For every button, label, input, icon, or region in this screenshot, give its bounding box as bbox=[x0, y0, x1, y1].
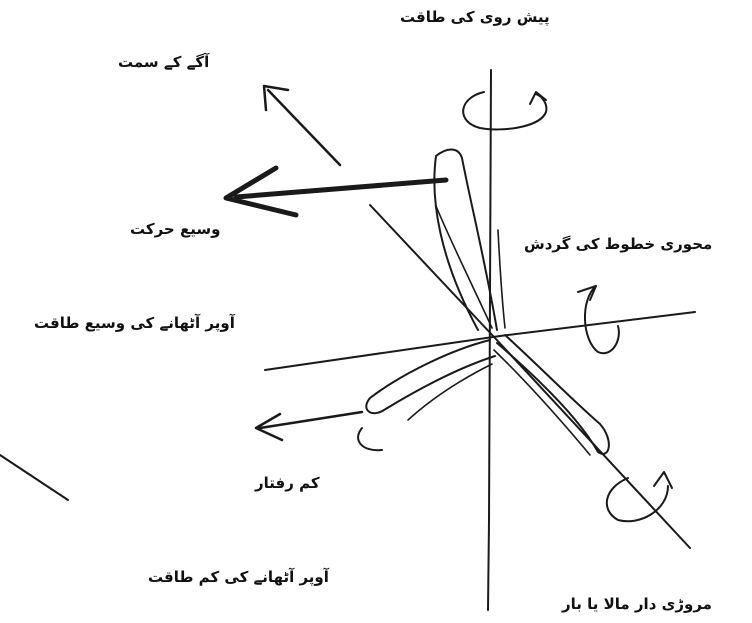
broad-motion-label: وسیع حرکت bbox=[130, 222, 220, 237]
lower-right-blade bbox=[497, 335, 609, 454]
diagonal-axis bbox=[370, 205, 690, 548]
axis-rotation-label: محوری خطوط کی گردش bbox=[524, 237, 712, 252]
twisted-load-label: مروڑی دار مالا یا بار bbox=[562, 597, 712, 612]
upper-blade-inner bbox=[436, 206, 492, 328]
forward-force-label: پیش روی کی طاقت bbox=[400, 10, 550, 25]
low-speed-arrow-shaft bbox=[260, 412, 362, 428]
bottom-rotation-arrowhead bbox=[654, 472, 672, 488]
stray-line bbox=[0, 455, 68, 500]
upper-blade bbox=[434, 150, 497, 331]
top-rotation-arrowhead bbox=[530, 92, 546, 104]
lift-low-force-label: آوپر آٹھانے کی کم طاقت bbox=[148, 570, 329, 585]
ahead-direction-label: آگے کے سمت bbox=[118, 55, 209, 70]
left-rotation-arc bbox=[358, 428, 382, 450]
lift-broad-force-label: آوپر آٹھانے کی وسیع طاقت bbox=[34, 316, 235, 331]
right-rotation-arc bbox=[585, 286, 619, 353]
ahead-arrow-shaft bbox=[268, 90, 340, 165]
low-speed-label: کم رفتار bbox=[255, 476, 320, 491]
broad-motion-arrow-shaft bbox=[236, 180, 446, 197]
lower-left-blade-inner bbox=[408, 364, 492, 420]
upper-blade-stem bbox=[498, 230, 505, 328]
